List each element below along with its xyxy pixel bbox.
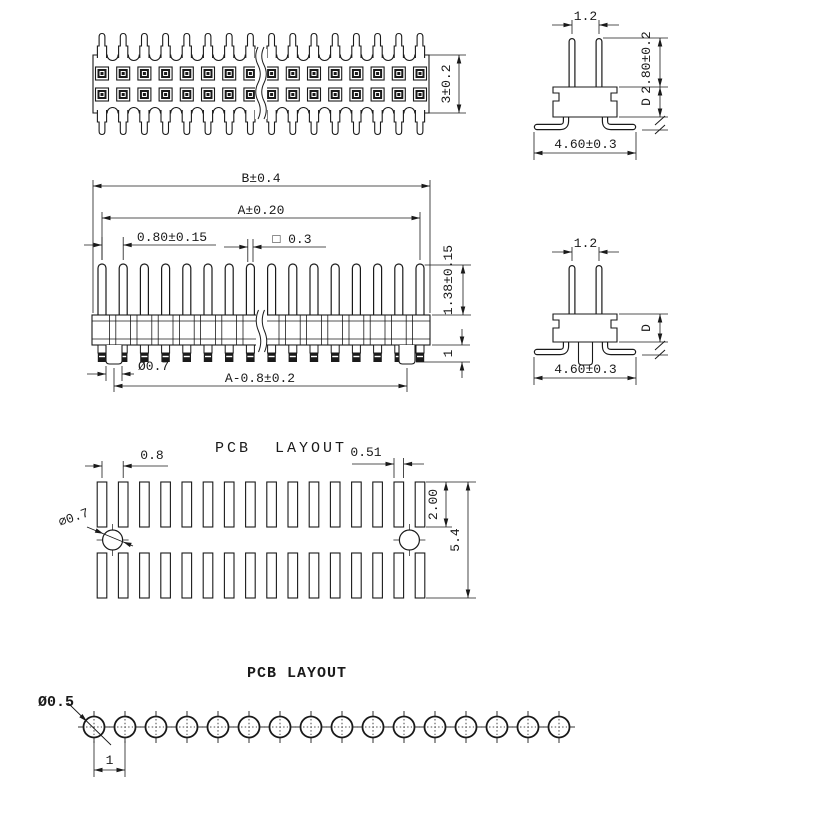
body-profile (552, 313, 618, 343)
dim-hole-diameter-label: ⌀0.7 (57, 505, 91, 530)
dim-pin-length-label: 1.38±0.15 (441, 245, 456, 315)
dim-body-thickness-label: D (639, 98, 654, 106)
break-lines (255, 46, 267, 120)
dim-pad-pitch: 0.8 (85, 448, 168, 478)
dim-pin-pitch: 1.2 (552, 9, 619, 34)
dim-pin-length: 1.38±0.15 (424, 245, 471, 316)
dim-overall-width: B±0.4 (92, 171, 431, 313)
dim-foot-height: 1 (416, 329, 470, 378)
dim-pin-height: 2.80±0.2 (603, 31, 668, 94)
dim-leg-span: 4.60±0.3 (533, 357, 637, 385)
tht-layout-title: PCB LAYOUT (247, 665, 347, 682)
dim-leg-span-label: 4.60±0.3 (554, 362, 616, 377)
dim-peg-span-label: A-0.8±0.2 (225, 371, 295, 386)
smd-pcb-layout: PCB LAYOUT 0.8 0.51 2.00 5.4 ⌀0.7 (57, 440, 476, 599)
dim-pin-span-label: A±0.20 (238, 203, 285, 218)
dim-pad-pitch-label: 0.8 (140, 448, 163, 463)
dim-body-width: 3±0.2 (429, 54, 466, 114)
dim-peg-diameter: Ø0.7 (87, 359, 169, 381)
dim-pin-square-label: □ 0.3 (272, 232, 311, 247)
lower-side-view: 1.2D 4.60±0.3 (533, 236, 668, 385)
dim-hole-diameter: Ø0.5 (38, 694, 112, 746)
locating-pegs (105, 345, 416, 365)
dim-pin-pitch: 0.80±0.15 (84, 230, 216, 260)
dim-pin-square: □ 0.3 (224, 232, 326, 262)
smd-layout-title: PCB LAYOUT (215, 440, 347, 457)
dim-row-span-label: 5.4 (448, 528, 463, 552)
dim-pin-pitch-label: 1.2 (574, 236, 597, 251)
dim-foot-height-label: 1 (441, 349, 456, 357)
dim-body-width-label: 3±0.2 (439, 64, 454, 103)
dim-pad-width: 0.51 (350, 445, 424, 478)
dim-pin-height-label: 2.80±0.2 (639, 31, 654, 93)
smd-pads (96, 481, 426, 599)
front-view: B±0.4A±0.20 0.80±0.15 □ 0.3 1.38±0.15 1Ø0.7A… (84, 171, 471, 392)
dim-body-thickness: D (619, 87, 668, 135)
dim-body-thickness-label: D (639, 324, 654, 332)
dim-peg-diameter-label: Ø0.7 (138, 359, 169, 374)
front-view-pins (97, 263, 425, 323)
dim-pin-pitch-label: 0.80±0.15 (137, 230, 207, 245)
dim-hole-pitch-label: 1 (106, 753, 114, 768)
dim-pin-pitch: 1.2 (552, 236, 619, 261)
dim-leg-span-label: 4.60±0.3 (554, 137, 616, 152)
tht-pcb-layout: PCB LAYOUT Ø0.5 1 (38, 665, 575, 777)
break-lines (255, 309, 268, 353)
dim-pad-width-label: 0.51 (350, 445, 381, 460)
top-view-pins (96, 32, 426, 136)
dim-leg-span: 4.60±0.3 (533, 132, 637, 160)
hole-diameter-label: Ø0.5 (38, 694, 74, 711)
dim-hole-pitch: 1 (93, 741, 126, 777)
body-profile (552, 86, 618, 118)
locating-peg (577, 342, 594, 366)
dim-body-thickness: D (619, 314, 668, 360)
locating-holes (96, 524, 426, 556)
dim-pin-pitch-label: 1.2 (574, 9, 597, 24)
dim-row-span: 5.4 (426, 482, 476, 599)
dim-pad-length-label: 2.00 (426, 489, 441, 520)
top-view: 3±0.2 (92, 32, 466, 136)
dim-peg-span: A-0.8±0.2 (113, 368, 408, 392)
through-holes (78, 711, 575, 743)
upper-side-view: 1.2 2.80±0.2D 4.60±0.3 (533, 9, 668, 160)
contact-squares (94, 66, 428, 102)
dim-overall-width-label: B±0.4 (241, 171, 280, 186)
